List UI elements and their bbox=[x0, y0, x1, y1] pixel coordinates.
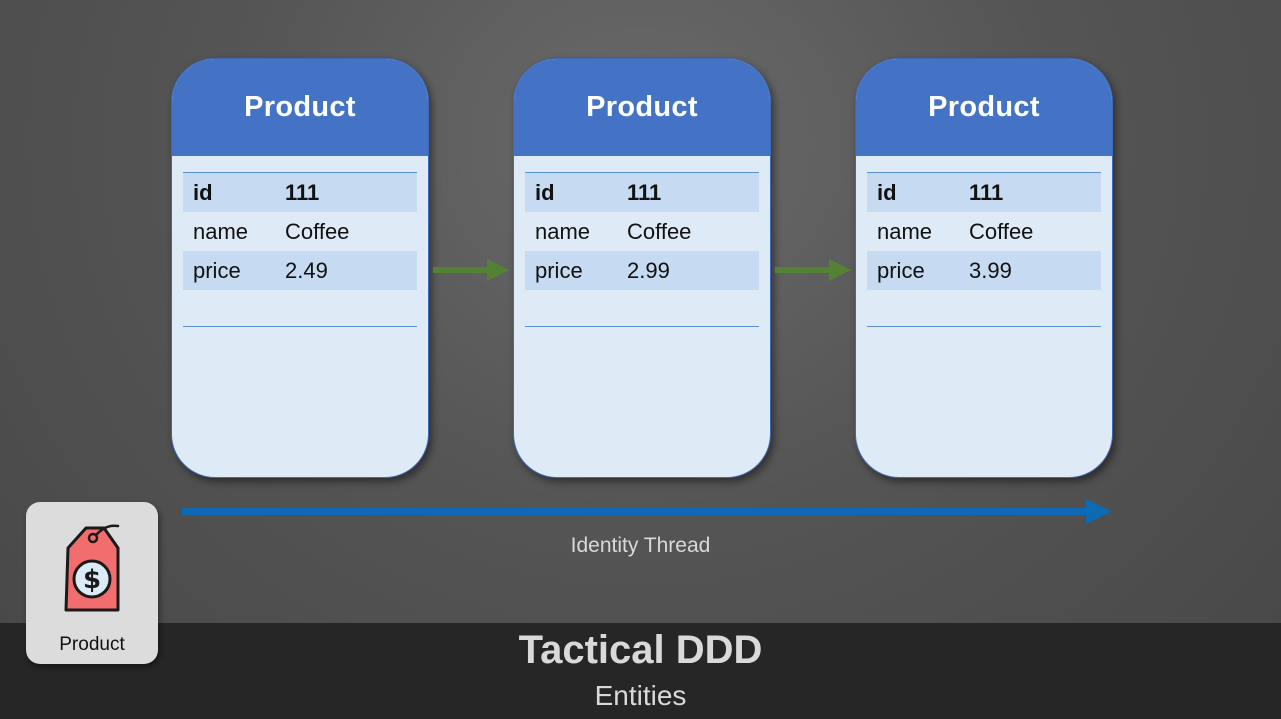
table-row: id 111 bbox=[867, 173, 1101, 212]
product-tile: $ Product bbox=[26, 502, 158, 664]
attribute-value: 111 bbox=[969, 179, 1004, 205]
attribute-key: id bbox=[193, 179, 213, 205]
table-row: price 2.99 bbox=[525, 251, 759, 290]
attribute-value: 3.99 bbox=[969, 257, 1012, 283]
entity-card-2: Product id 111 name Coffee price 2.99 bbox=[513, 58, 771, 478]
card-title: Product bbox=[172, 59, 428, 156]
identity-thread-arrow bbox=[182, 499, 1112, 524]
attribute-value: 111 bbox=[285, 179, 320, 205]
step-arrow-2 bbox=[775, 259, 851, 281]
attribute-table: id 111 name Coffee price 3.99 bbox=[867, 172, 1101, 290]
table-row: price 3.99 bbox=[867, 251, 1101, 290]
table-row: name Coffee bbox=[183, 212, 417, 251]
table-row: name Coffee bbox=[867, 212, 1101, 251]
card-body: id 111 name Coffee price 3.99 bbox=[856, 156, 1112, 477]
card-title: Product bbox=[856, 59, 1112, 156]
table-row: name Coffee bbox=[525, 212, 759, 251]
attribute-value: Coffee bbox=[285, 218, 350, 244]
attribute-value: Coffee bbox=[969, 218, 1034, 244]
price-tag-icon: $ bbox=[64, 524, 120, 612]
attribute-key: id bbox=[535, 179, 555, 205]
divider bbox=[183, 326, 417, 327]
divider bbox=[867, 326, 1101, 327]
card-body: id 111 name Coffee price 2.99 bbox=[514, 156, 770, 477]
table-row: price 2.49 bbox=[183, 251, 417, 290]
card-body: id 111 name Coffee price 2.49 bbox=[172, 156, 428, 477]
table-row: id 111 bbox=[525, 173, 759, 212]
attribute-key: id bbox=[877, 179, 897, 205]
attribute-key: name bbox=[877, 218, 933, 244]
attribute-key: name bbox=[535, 218, 591, 244]
attribute-table: id 111 name Coffee price 2.49 bbox=[183, 172, 417, 290]
entity-card-1: Product id 111 name Coffee price 2.49 bbox=[171, 58, 429, 478]
slide-title: Tactical DDD bbox=[518, 628, 763, 672]
attribute-value: 2.49 bbox=[285, 257, 328, 283]
footer-bar bbox=[0, 623, 1281, 719]
card-title: Product bbox=[514, 59, 770, 156]
entity-card-3: Product id 111 name Coffee price 3.99 bbox=[855, 58, 1113, 478]
attribute-key: price bbox=[193, 257, 241, 283]
attribute-key: price bbox=[877, 257, 925, 283]
attribute-value: Coffee bbox=[627, 218, 692, 244]
identity-thread-label: Identity Thread bbox=[570, 534, 711, 557]
product-tile-label: Product bbox=[59, 634, 125, 655]
svg-text:$: $ bbox=[83, 565, 101, 595]
attribute-key: name bbox=[193, 218, 249, 244]
attribute-value: 2.99 bbox=[627, 257, 670, 283]
table-row: id 111 bbox=[183, 173, 417, 212]
attribute-key: price bbox=[535, 257, 583, 283]
attribute-value: 111 bbox=[627, 179, 662, 205]
divider bbox=[525, 326, 759, 327]
attribute-table: id 111 name Coffee price 2.99 bbox=[525, 172, 759, 290]
step-arrow-1 bbox=[433, 259, 509, 281]
slide-subtitle: Entities bbox=[594, 680, 687, 711]
